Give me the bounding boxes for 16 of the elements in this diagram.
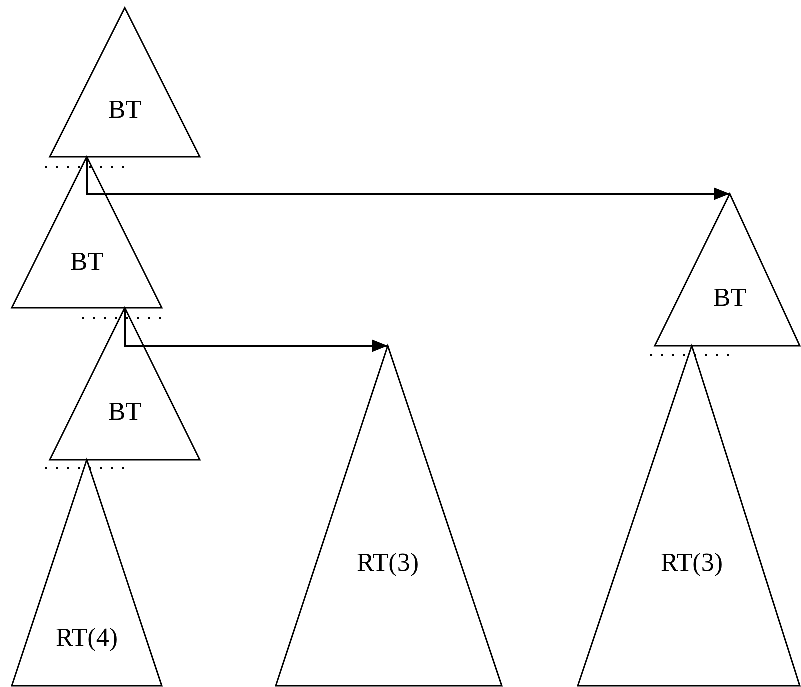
node-label: BT	[108, 97, 142, 123]
triangle-node	[50, 8, 200, 157]
node-label: BT	[108, 399, 142, 425]
triangle-node	[12, 157, 162, 308]
arrow	[124, 308, 388, 352]
triangle-node	[655, 194, 800, 346]
node-label: BT	[70, 249, 104, 275]
node-label: BT	[713, 285, 747, 311]
triangle-node	[12, 460, 162, 686]
node-label: RT(3)	[661, 550, 723, 576]
arrow	[86, 157, 730, 200]
triangle-node	[578, 346, 800, 686]
node-label: RT(4)	[56, 625, 118, 651]
triangle-node	[50, 308, 200, 460]
node-label: RT(3)	[357, 550, 419, 576]
triangle-node	[276, 346, 502, 686]
